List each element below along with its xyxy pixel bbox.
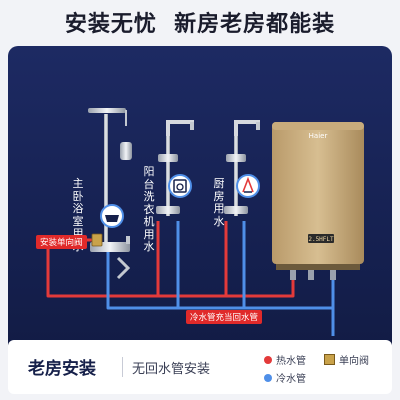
cold-water-pipe — [106, 221, 335, 336]
header: 安装无忧 新房老房都能装 — [0, 0, 400, 44]
legend-cold-pipe: 冷水管 — [264, 370, 306, 385]
check-valve-legend-icon — [324, 354, 335, 365]
hand-shower-icon — [120, 142, 132, 160]
footer-divider — [122, 357, 123, 377]
plumbing-diagram: 2.5HFLT Haier — [46, 108, 364, 336]
hot-pipe-dot-icon — [264, 355, 272, 364]
cold-pipe-dot-icon — [264, 373, 272, 382]
legend-hot-pipe: 热水管 — [264, 352, 306, 367]
tag-check-valve-install: 安装单向阀 — [36, 235, 87, 249]
check-valve-icon — [91, 233, 103, 247]
hot-water-pipe — [46, 221, 295, 298]
washing-machine-badge — [168, 174, 192, 198]
footer-subtitle: 无回水管安装 — [132, 362, 211, 377]
legend-cold-pipe-label: 冷水管 — [276, 374, 306, 385]
balcony-faucet — [156, 120, 194, 216]
label-balcony: 阳台洗衣机用水 — [143, 165, 155, 253]
legend-check-valve-label: 单向阀 — [339, 356, 369, 367]
kitchen-faucet — [224, 120, 260, 216]
diagram-panel: 2.5HFLT Haier — [8, 46, 392, 394]
heater-brand: Haier — [309, 132, 328, 140]
page-title: 安装无忧 新房老房都能装 — [64, 12, 336, 37]
water-heater: 2.5HFLT Haier — [272, 122, 364, 280]
tag-cold-pipe-return: 冷水管充当回水管 — [186, 310, 263, 324]
legend-hot-pipe-label: 热水管 — [276, 356, 306, 367]
shower-system — [88, 108, 132, 280]
footer-title: 老房安装 — [28, 359, 96, 379]
label-kitchen: 厨房用水 — [213, 177, 225, 228]
heater-display — [308, 234, 334, 243]
legend-check-valve: 单向阀 — [324, 352, 369, 367]
heater-screen-text: 2.5HFLT — [308, 236, 334, 243]
footer: 老房安装 无回水管安装 热水管 冷水管 单向阀 — [8, 340, 392, 394]
